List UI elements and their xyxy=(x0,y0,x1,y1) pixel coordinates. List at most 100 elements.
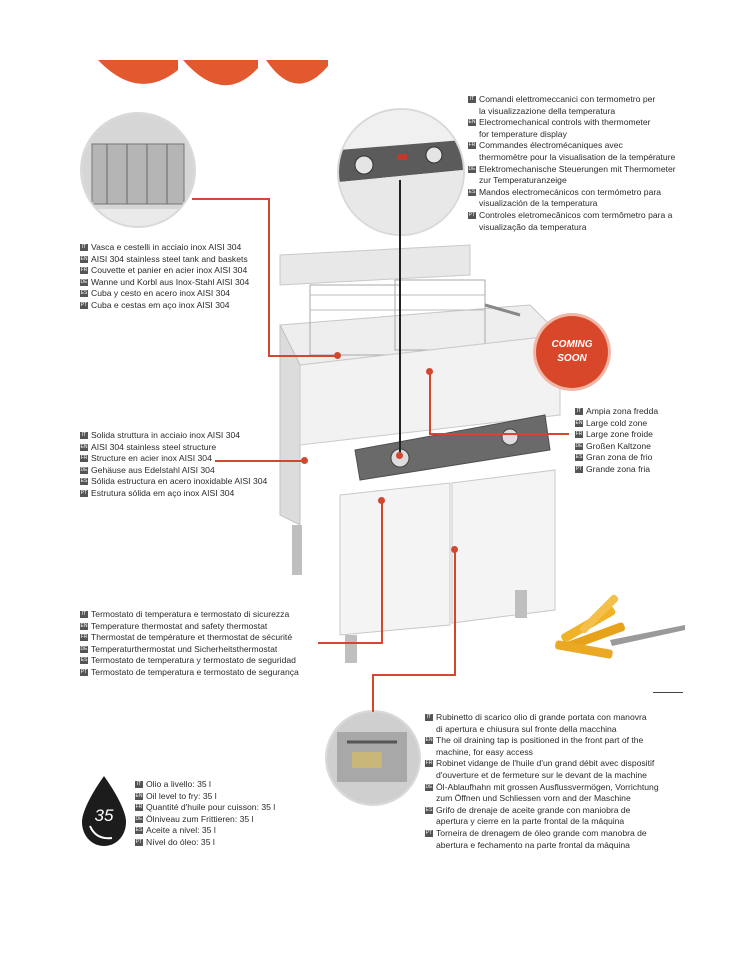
feature-text: Temperaturthermostat und Sicherheitsther… xyxy=(91,643,278,654)
coming-soon-line2: SOON xyxy=(557,353,587,364)
language-flag-icon: PT xyxy=(80,301,88,309)
language-flag-icon: ES xyxy=(80,478,88,486)
feature-text: Grifo de drenaje de aceite grande con ma… xyxy=(436,804,631,815)
brand-heading-fragment xyxy=(98,60,328,100)
feature-text: Ampia zona fredda xyxy=(586,406,659,416)
feature-text: Vasca e cestelli in acciaio inox AISI 30… xyxy=(91,242,242,252)
language-flag-icon: EN xyxy=(80,622,88,630)
feature-text: Temperature thermostat and safety thermo… xyxy=(91,620,268,631)
language-flag-icon: ES xyxy=(80,657,88,665)
feature-text-continuation: zur Temperaturanzeige xyxy=(479,175,567,186)
language-flag-icon: PT xyxy=(135,838,143,846)
language-flag-icon: PT xyxy=(80,489,88,497)
feature-text-continuation: thermomètre pour la visualisation de la … xyxy=(479,151,676,162)
feature-text: Olio a livello: 35 l xyxy=(146,779,211,789)
leader-line-coldzone-h xyxy=(429,433,569,435)
leader-line-controls-v xyxy=(399,180,401,454)
feature-text: Gehäuse aus Edelstahl AISI 304 xyxy=(91,464,215,475)
feature-text: Rubinetto di scarico olio di grande port… xyxy=(436,712,647,722)
feature-text: Quantité d'huile pour cuisson: 35 l xyxy=(146,802,276,813)
feature-text: Mandos electromecánicos con termómetro p… xyxy=(479,186,661,197)
feature-text-continuation: zum Öffnen und Schliessen vorn and der M… xyxy=(436,793,631,804)
language-flag-icon: PT xyxy=(80,668,88,676)
coming-soon-badge: COMING SOON xyxy=(536,316,608,388)
leader-dot-structure xyxy=(301,457,308,464)
language-flag-icon: IT xyxy=(80,611,88,618)
leader-line-drain-v xyxy=(454,550,456,675)
feature-text: Cuba e cestas em aço inox AISI 304 xyxy=(91,299,230,310)
feature-text-continuation: machine, for easy access xyxy=(436,746,533,757)
language-flag-icon: IT xyxy=(575,408,583,415)
feature-text: Wanne und Korbl aus Inox-Stahl AISI 304 xyxy=(91,276,250,287)
feature-text: Solida struttura in acciaio inox AISI 30… xyxy=(91,430,241,440)
language-flag-icon: EN xyxy=(135,792,143,800)
feature-text-continuation: apertura y cierre en la parte frontal de… xyxy=(436,816,625,827)
language-flag-icon: FR xyxy=(80,634,88,642)
leader-line-thermostat-v xyxy=(381,500,383,643)
feature-text: Gran zona de frio xyxy=(586,452,653,463)
leader-dot-drain xyxy=(451,546,458,553)
leader-dot-tank xyxy=(334,352,341,359)
feature-text: AISI 304 stainless steel tank and basket… xyxy=(91,253,248,264)
fries-fork-image xyxy=(550,590,685,680)
feature-text: The oil draining tap is positioned in th… xyxy=(436,735,644,746)
language-flag-icon: PT xyxy=(468,211,476,219)
feature-text-continuation: for temperature display xyxy=(479,128,567,139)
language-flag-icon: IT xyxy=(80,244,88,251)
language-flag-icon: DE xyxy=(80,466,88,474)
language-flag-icon: DE xyxy=(135,815,143,823)
language-flag-icon: FR xyxy=(575,431,583,439)
feature-text: Electromechanical controls with thermome… xyxy=(479,117,651,128)
feature-text: Cuba y cesto en acero inox AISI 304 xyxy=(91,288,231,299)
feature-text-continuation: di apertura e chiusura sul fronte della … xyxy=(436,723,617,734)
leader-line-tank-v xyxy=(268,198,270,356)
leader-line-drain-v2 xyxy=(372,674,374,712)
language-flag-icon: FR xyxy=(80,267,88,275)
feature-text: Comandi elettromeccanici con termometro … xyxy=(479,94,656,104)
feature-text: Nível do óleo: 35 l xyxy=(146,836,215,847)
feature-text: Termostato de temperatura y termostato d… xyxy=(91,655,296,666)
language-flag-icon: IT xyxy=(80,432,88,439)
language-flag-icon: IT xyxy=(425,714,433,721)
language-flag-icon: DE xyxy=(468,165,476,173)
feature-text: Elektromechanische Steuerungen mit Therm… xyxy=(479,163,676,174)
leader-dot-thermostat xyxy=(378,497,385,504)
tank-closeup-image xyxy=(80,112,196,228)
feature-text: Sólida estructura en acero inoxidable AI… xyxy=(91,476,268,487)
feature-text: Structure en acier inox AISI 304 xyxy=(91,453,212,464)
language-flag-icon: ES xyxy=(80,290,88,298)
feature-text: Öl-Ablaufhahn mit grossen Ausflussvermög… xyxy=(436,781,659,792)
feature-text: Large cold zone xyxy=(586,417,648,428)
